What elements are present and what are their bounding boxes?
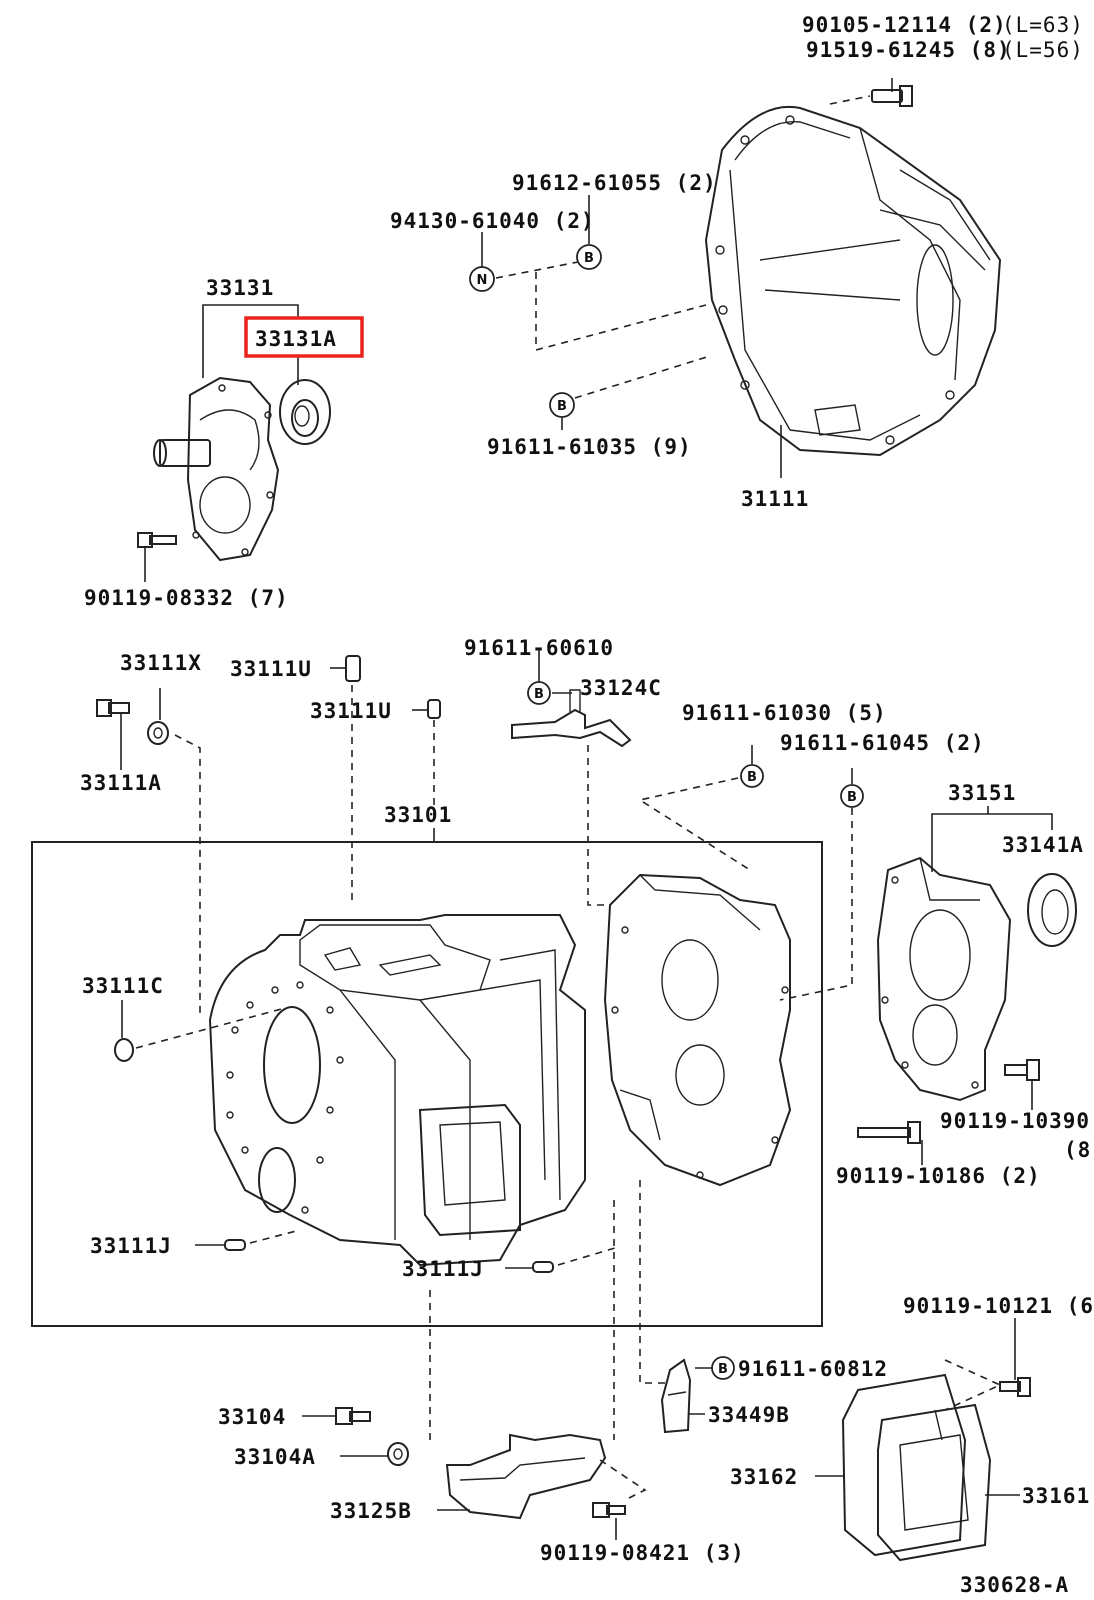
label-91611-60610[interactable]: 91611-60610 <box>464 636 614 660</box>
bearing-retainer-33131[interactable] <box>153 376 280 562</box>
leader-33131 <box>202 304 299 378</box>
label-91519-length: (L=56) <box>1002 38 1084 62</box>
gasket-33162[interactable] <box>841 1373 967 1557</box>
label-33125B[interactable]: 33125B <box>330 1499 412 1523</box>
label-90119-08332[interactable]: 90119-08332 (7) <box>84 586 289 610</box>
pin-33111J-a[interactable] <box>224 1239 246 1251</box>
dash-33125B <box>599 1459 647 1501</box>
label-90119-10186[interactable]: 90119-10186 (2) <box>836 1164 1041 1188</box>
dash-61030 <box>637 777 751 871</box>
label-33104[interactable]: 33104 <box>218 1405 286 1429</box>
washer-33104A[interactable] <box>387 1442 409 1466</box>
label-91611-61045[interactable]: 91611-61045 (2) <box>780 731 985 755</box>
label-33111J-b[interactable]: 33111J <box>402 1257 484 1281</box>
label-91611-60812[interactable]: 91611-60812 <box>738 1357 888 1381</box>
dash-nb <box>495 261 579 279</box>
bolt-90119-08421[interactable] <box>592 1502 626 1518</box>
marker-b-91611-61030: B <box>740 764 764 788</box>
highlight-box-33131A <box>244 316 364 358</box>
dowel-pin-33111U-a[interactable] <box>345 655 361 682</box>
dash-down-3 <box>639 1180 670 1384</box>
marker-b-91611-61045: B <box>840 784 864 808</box>
bracket-33124C[interactable] <box>511 689 632 748</box>
svg-text:B: B <box>718 1362 728 1377</box>
label-94130-61040[interactable]: 94130-61040 (2) <box>390 209 595 233</box>
marker-b-91611-60610: B <box>527 681 551 705</box>
bell-housing-31111[interactable] <box>704 105 1002 457</box>
bolt-90119-10390[interactable] <box>1004 1059 1040 1081</box>
label-diagram-id: 330628-A <box>960 1573 1069 1597</box>
extension-housing-33151[interactable] <box>876 856 1012 1102</box>
washer-33111X[interactable] <box>147 721 169 745</box>
leader-33151 <box>931 813 1053 872</box>
label-90105-length: (L=63) <box>1002 13 1084 37</box>
bolt-33104[interactable] <box>335 1407 371 1425</box>
label-33111A[interactable]: 33111A <box>80 771 162 795</box>
label-33131A[interactable]: 33131A <box>255 327 337 351</box>
label-90105-12114[interactable]: 90105-12114 (2) <box>802 13 1007 37</box>
marker-n-94130: N <box>469 266 495 292</box>
plug-33111C[interactable] <box>114 1038 134 1062</box>
label-33101[interactable]: 33101 <box>384 803 452 827</box>
label-33161[interactable]: 33161 <box>1022 1484 1090 1508</box>
label-90119-10121[interactable]: 90119-10121 (6) <box>903 1294 1094 1318</box>
label-33151[interactable]: 33151 <box>948 781 1016 805</box>
svg-text:B: B <box>847 790 857 805</box>
svg-text:N: N <box>477 273 488 288</box>
transmission-case-33101[interactable] <box>208 914 586 1267</box>
label-91611-61035[interactable]: 91611-61035 (9) <box>487 435 692 459</box>
svg-text:B: B <box>584 251 594 266</box>
dash-61045 <box>779 808 853 1001</box>
label-33111C[interactable]: 33111C <box>82 974 164 998</box>
label-33111J-a[interactable]: 33111J <box>90 1234 172 1258</box>
bolt-33111A[interactable] <box>96 699 130 717</box>
bolt-90119-08332[interactable] <box>137 532 177 548</box>
oil-seal-33141A[interactable] <box>1027 873 1077 947</box>
marker-b-91611-60812: B <box>711 1356 735 1380</box>
label-33124C[interactable]: 33124C <box>580 676 662 700</box>
label-90119-10390[interactable]: 90119-10390 <box>940 1109 1090 1133</box>
dash-33111J-b <box>557 1247 616 1266</box>
label-91519-61245[interactable]: 91519-61245 (8) <box>806 38 1011 62</box>
label-90119-08421[interactable]: 90119-08421 (3) <box>540 1541 745 1565</box>
label-33111U-a[interactable]: 33111U <box>230 657 312 681</box>
dash-bolt-top <box>829 95 871 105</box>
svg-text:B: B <box>557 399 567 414</box>
intermediate-plate[interactable] <box>603 873 792 1187</box>
label-33104A[interactable]: 33104A <box>234 1445 316 1469</box>
label-33141A[interactable]: 33141A <box>1002 833 1084 857</box>
cover-33161[interactable] <box>877 1403 992 1562</box>
bolt-90105-91519[interactable] <box>871 85 913 107</box>
dash-33111J-a <box>249 1229 301 1244</box>
label-33111X[interactable]: 33111X <box>120 651 202 675</box>
svg-text:B: B <box>534 687 544 702</box>
dash-33111X <box>174 734 201 1013</box>
marker-b-91611-61035: B <box>549 392 575 418</box>
label-33449B[interactable]: 33449B <box>708 1403 790 1427</box>
label-90119-10390-qty: (8) <box>1064 1138 1094 1162</box>
dash-to-housing-1 <box>535 272 707 352</box>
label-91611-61030[interactable]: 91611-61030 (5) <box>682 701 887 725</box>
svg-text:B: B <box>747 770 757 785</box>
cover-33125B[interactable] <box>445 1433 607 1520</box>
label-33131[interactable]: 33131 <box>206 276 274 300</box>
label-31111[interactable]: 31111 <box>741 487 809 511</box>
label-33162[interactable]: 33162 <box>730 1465 798 1489</box>
dowel-pin-33111U-b[interactable] <box>427 699 441 719</box>
label-33111U-b[interactable]: 33111U <box>310 699 392 723</box>
bracket-33449B[interactable] <box>660 1358 692 1434</box>
bolt-90119-10186[interactable] <box>857 1121 921 1144</box>
label-91612-61055[interactable]: 91612-61055 (2) <box>512 171 717 195</box>
pin-33111J-b[interactable] <box>532 1261 554 1273</box>
dash-33124C <box>587 745 610 906</box>
dash-to-housing-2 <box>574 355 711 399</box>
marker-b-91612: B <box>576 244 602 270</box>
case-assembly-frame-33101 <box>31 841 823 1327</box>
oil-seal-33131A[interactable] <box>279 379 331 445</box>
bolt-90119-10121[interactable] <box>999 1377 1031 1397</box>
